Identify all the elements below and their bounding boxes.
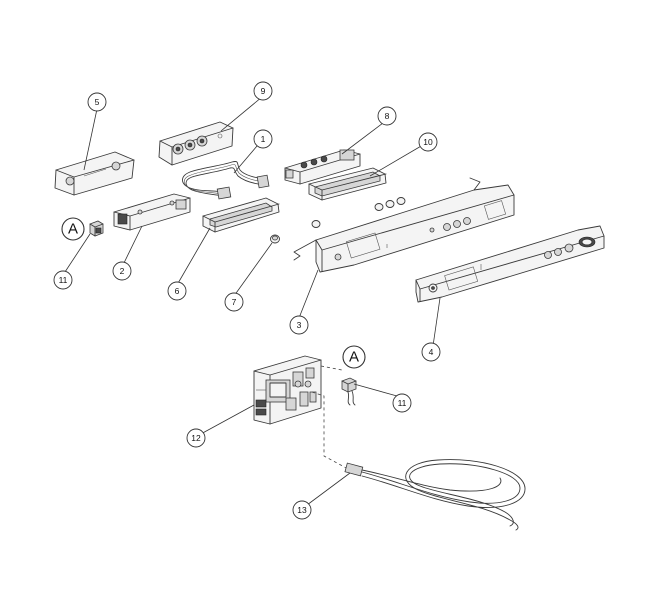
part-13-wire-harness (344, 459, 526, 531)
callout-6: 6 (167, 281, 187, 301)
callout-11-right: 11 (392, 393, 412, 413)
callout-1-label: 1 (261, 134, 266, 144)
part-8-button-pcb (284, 149, 361, 185)
callout-11-right-label: 11 (398, 398, 407, 408)
callout-1: 1 (253, 129, 273, 149)
part-2-pcb-bar (113, 193, 191, 231)
ref-a-right-label: A (349, 349, 359, 366)
connector-small-right (341, 377, 357, 406)
callout-8: 8 (377, 106, 397, 126)
callout-13: 13 (292, 500, 312, 520)
ref-a-left-label: A (68, 221, 78, 238)
callout-7: 7 (224, 292, 244, 312)
callout-2: 2 (112, 261, 132, 281)
part-3-control-panel (293, 177, 515, 273)
part-5-end-cap (54, 151, 135, 196)
ref-a-left: A (61, 217, 85, 241)
callout-4: 4 (421, 342, 441, 362)
part-9-switch-housing (158, 121, 234, 166)
callout-12: 12 (186, 428, 206, 448)
callout-6-label: 6 (175, 286, 180, 296)
part-10-window-frame (308, 167, 387, 201)
part-1-ribbon-cable (182, 161, 270, 200)
part-4-front-plate (415, 225, 605, 303)
ref-a-right: A (342, 345, 366, 369)
part-6-light-frame (202, 197, 280, 233)
callout-9-label: 9 (261, 86, 266, 96)
callout-7-label: 7 (232, 297, 237, 307)
dashed-guides (311, 365, 351, 471)
callout-2-label: 2 (120, 266, 125, 276)
callout-11-left: 11 (53, 270, 73, 290)
callout-11-left-label: 11 (59, 275, 68, 285)
callout-8-label: 8 (385, 111, 390, 121)
part-7-knob (270, 234, 280, 244)
callout-10-label: 10 (423, 137, 433, 147)
loose-buttons (311, 197, 406, 228)
callout-10: 10 (418, 132, 438, 152)
callout-13-label: 13 (297, 505, 307, 515)
callout-5: 5 (87, 92, 107, 112)
callout-12-label: 12 (191, 433, 201, 443)
part-12-power-board (253, 355, 322, 425)
callout-5-label: 5 (95, 97, 100, 107)
callout-4-label: 4 (429, 347, 434, 357)
callout-3-label: 3 (297, 320, 302, 330)
callout-3: 3 (289, 315, 309, 335)
connector-small-left (89, 220, 104, 237)
callout-9: 9 (253, 81, 273, 101)
